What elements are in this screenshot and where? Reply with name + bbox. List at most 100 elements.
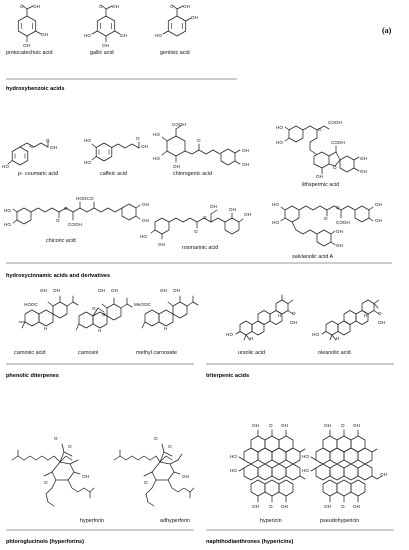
structure-chlorogenic-acid bbox=[161, 124, 241, 166]
structure-adhyperforin bbox=[113, 443, 195, 507]
atom-label-oh: OH bbox=[360, 156, 367, 161]
atom-label-oh: OH bbox=[142, 218, 149, 223]
atom-label-o: O bbox=[333, 165, 337, 170]
atom-label-ho: HO bbox=[153, 132, 160, 137]
atom-label-o: O bbox=[64, 206, 68, 211]
atom-label-h: H bbox=[98, 328, 101, 333]
structure-rosmarinic-acid bbox=[150, 209, 244, 240]
atom-label-oh: OH bbox=[82, 474, 89, 479]
atom-label-ho: HO bbox=[226, 332, 233, 337]
structure-protocatechuic-acid bbox=[17, 4, 42, 43]
structure-salvianolic-acid-a bbox=[280, 205, 374, 247]
atom-label-oh: OH bbox=[102, 43, 109, 48]
compound-name-gentisic-acid: gentisic acid bbox=[160, 50, 190, 56]
atom-label-o: O bbox=[292, 311, 296, 316]
atom-label-oh: OH bbox=[242, 162, 249, 167]
atom-label-o: O bbox=[56, 218, 60, 223]
structure-carnosol bbox=[75, 297, 133, 331]
atom-label-h: H bbox=[250, 336, 253, 341]
structure-lithospermic-acid bbox=[284, 125, 360, 175]
atom-label-ho: HO bbox=[84, 33, 91, 38]
atom-label-cooh: COOH bbox=[68, 222, 82, 227]
atom-label-o: O bbox=[20, 4, 24, 9]
compound-name-chicoric-acid: chicoric acid bbox=[46, 238, 76, 244]
compound-name-ursolic-acid: ursolic acid bbox=[238, 350, 265, 356]
atom-label-ho: HO bbox=[4, 208, 11, 213]
atom-label-oh: OH bbox=[252, 423, 259, 428]
atom-label-h: H bbox=[336, 336, 339, 341]
atom-label-o: O bbox=[341, 423, 345, 428]
structure-hypericin bbox=[238, 429, 306, 503]
atom-label-oh: OH bbox=[173, 288, 180, 293]
atom-label-oh: OH bbox=[229, 207, 236, 212]
structure-methyl-carnosate bbox=[141, 295, 199, 329]
structure-chicoric-acid bbox=[12, 201, 141, 225]
atom-label-oh: OH bbox=[244, 212, 251, 217]
atom-label-ho: HO bbox=[140, 234, 147, 239]
compound-name-protocatechuic-acid: protocatechuic acid bbox=[6, 50, 52, 56]
atom-label-hooc: HOOC bbox=[24, 302, 38, 307]
atom-label-oh: OH bbox=[111, 288, 118, 293]
atom-label-oh: OH bbox=[360, 169, 367, 174]
structure-oleanolic-acid bbox=[321, 299, 380, 341]
atom-label-oh: OH bbox=[324, 504, 331, 509]
structure-gallic-acid bbox=[91, 4, 121, 43]
compound-name-p-coumaric-prefix: p- bbox=[17, 171, 23, 177]
compound-name-caffeic-acid: caffeic acid bbox=[100, 171, 127, 177]
atom-label-oh: OH bbox=[40, 288, 47, 293]
structure-p-coumaric-acid bbox=[7, 140, 49, 166]
atom-label-ho: HO bbox=[4, 222, 11, 227]
atom-label-oh: OH bbox=[290, 320, 297, 325]
compound-name-methyl-carnosate: methyl carnosate bbox=[136, 350, 177, 356]
atom-label-o: O bbox=[341, 504, 345, 509]
section-heading-hydroxycinnamic: hydroxycinnamic acids and derivatives bbox=[6, 273, 110, 279]
structure-pseudohypericin bbox=[310, 429, 383, 503]
atom-label-oh: OH bbox=[142, 202, 149, 207]
atom-label-cooh: COOH bbox=[331, 140, 345, 145]
atom-label-meooc: MeOOC bbox=[134, 302, 152, 307]
atom-label-h: H bbox=[364, 313, 367, 318]
atom-label-o: O bbox=[99, 4, 103, 9]
structure-caffeic-acid bbox=[91, 141, 140, 162]
panel-label: (a) bbox=[382, 26, 392, 35]
atom-label-oh: OH bbox=[183, 4, 190, 9]
atom-label-oh: OH bbox=[98, 288, 105, 293]
atom-label-oh: OH bbox=[375, 218, 382, 223]
atom-label-ho: HO bbox=[276, 140, 283, 145]
atom-label-o: O bbox=[154, 436, 158, 441]
atom-label-o: O bbox=[136, 136, 140, 141]
atom-label-ho: HO bbox=[302, 454, 309, 459]
compound-name-hyperforin: hyperforin bbox=[80, 518, 104, 524]
atom-label-cooh: COOH bbox=[328, 120, 342, 125]
atom-label-o: O bbox=[46, 138, 50, 143]
section-heading-naphthodianthrones: naphthodianthrones (hypericins) bbox=[206, 539, 293, 545]
structure-ursolic-acid bbox=[235, 294, 294, 341]
compound-name-pseudohypericin: pseudohypericin bbox=[320, 518, 359, 524]
atom-label-oh: OH bbox=[33, 4, 40, 9]
atom-label-ho: HO bbox=[2, 164, 9, 169]
atom-label-oh: OH bbox=[336, 243, 343, 248]
atom-label-o: O bbox=[194, 229, 198, 234]
atom-label-ho: HO bbox=[302, 468, 309, 473]
atom-label-oh: OH bbox=[158, 242, 165, 247]
atom-label-oh: OH bbox=[141, 144, 148, 149]
atom-label-ho: HO bbox=[84, 160, 91, 165]
atom-label-oh: OH bbox=[120, 33, 127, 38]
compound-name-gallic-acid: gallic acid bbox=[90, 50, 114, 56]
atom-label-cooh: COOH bbox=[336, 220, 350, 225]
compound-name-oleanolic-acid: oleanolic acid bbox=[318, 350, 351, 356]
atom-label-ho: HO bbox=[276, 125, 283, 130]
compound-name-rosmarinic-acid: rosmarinic acid bbox=[182, 245, 218, 251]
atom-label-hooc: HOOC bbox=[76, 196, 90, 201]
atom-label-h: H bbox=[278, 313, 281, 318]
atom-label-oh: OH bbox=[353, 423, 360, 428]
atom-label-oh: OH bbox=[50, 145, 57, 150]
atom-label-o: O bbox=[168, 444, 172, 449]
compound-name-p-coumaric-acid: coumaric acid bbox=[25, 171, 58, 177]
atom-label-o: O bbox=[336, 205, 340, 210]
section-heading-phenolic-diterpenes: phenolic diterpenes bbox=[6, 373, 59, 379]
atom-label-ho: HO bbox=[155, 33, 162, 38]
structure-gentisic-acid bbox=[162, 4, 192, 37]
atom-label-o: O bbox=[102, 312, 106, 317]
